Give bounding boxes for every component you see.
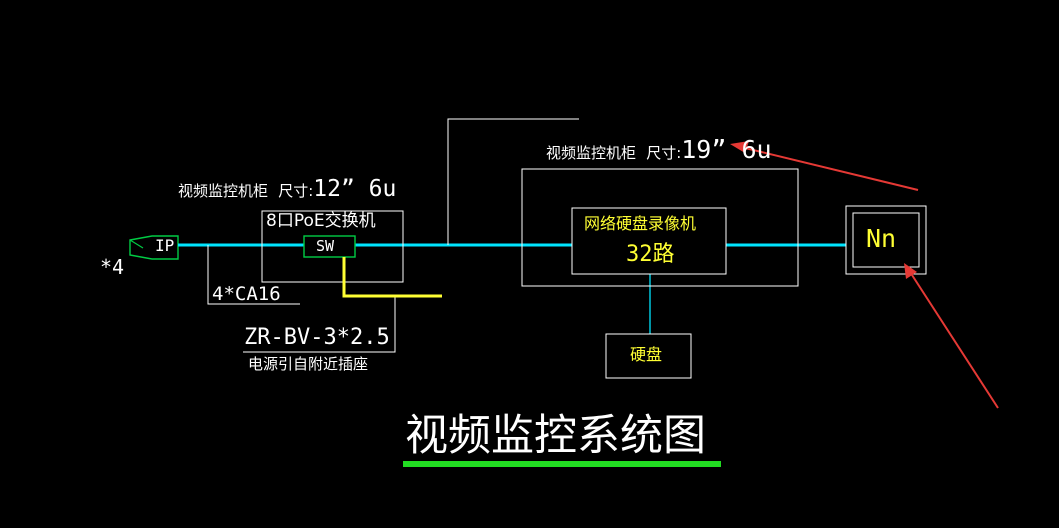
- switch-box: [303, 235, 356, 258]
- left-cabinet-box: [261, 210, 404, 283]
- left-cabinet-label: 视频监控机柜 尺寸:12” 6u: [178, 178, 396, 201]
- monitor-label: Nn: [866, 224, 897, 253]
- cabinet-leader: [447, 118, 579, 245]
- camera-mount: [129, 239, 144, 249]
- monitor-outer-box: [845, 205, 927, 275]
- camera-label: IP: [155, 236, 175, 255]
- power-cable-label: ZR-BV-3*2.5: [244, 325, 390, 350]
- right-cabinet-size: 19” 6u: [681, 135, 772, 164]
- right-cabinet-box: [521, 168, 799, 287]
- nvr-channels: 32路: [626, 242, 675, 267]
- power-line: [342, 257, 442, 298]
- annotation-arrow-size: [730, 141, 919, 191]
- diagram-title: 视频监控系统图: [405, 411, 706, 461]
- right-cabinet-label: 视频监控机柜 尺寸:19” 6u: [546, 137, 772, 162]
- power-cable-note: 电源引自附近插座: [248, 355, 369, 373]
- switch-label: SW: [316, 237, 335, 255]
- annotation-arrow-monitor: [904, 263, 999, 409]
- camera-icon: [129, 235, 179, 260]
- switch-title: 8口PoE交换机: [266, 211, 376, 231]
- cable-leader: [207, 245, 300, 305]
- hdd-label: 硬盘: [630, 345, 663, 364]
- nvr-box: [571, 207, 727, 275]
- power-leader: [243, 295, 396, 353]
- monitor-inner-box: [852, 212, 920, 268]
- right-cabinet-name: 视频监控机柜: [546, 144, 637, 162]
- right-cabinet-size-prefix: 尺寸:: [646, 144, 682, 162]
- hdd-box: [605, 333, 692, 379]
- left-cabinet-name: 视频监控机柜: [178, 182, 269, 200]
- cable-label: 4*CA16: [212, 283, 281, 305]
- left-cabinet-size: 12” 6u: [313, 176, 397, 202]
- nvr-label: 网络硬盘录像机: [584, 214, 697, 233]
- title-underline: [403, 461, 721, 467]
- camera-count: *4: [100, 255, 125, 279]
- left-cabinet-size-prefix: 尺寸:: [278, 182, 314, 200]
